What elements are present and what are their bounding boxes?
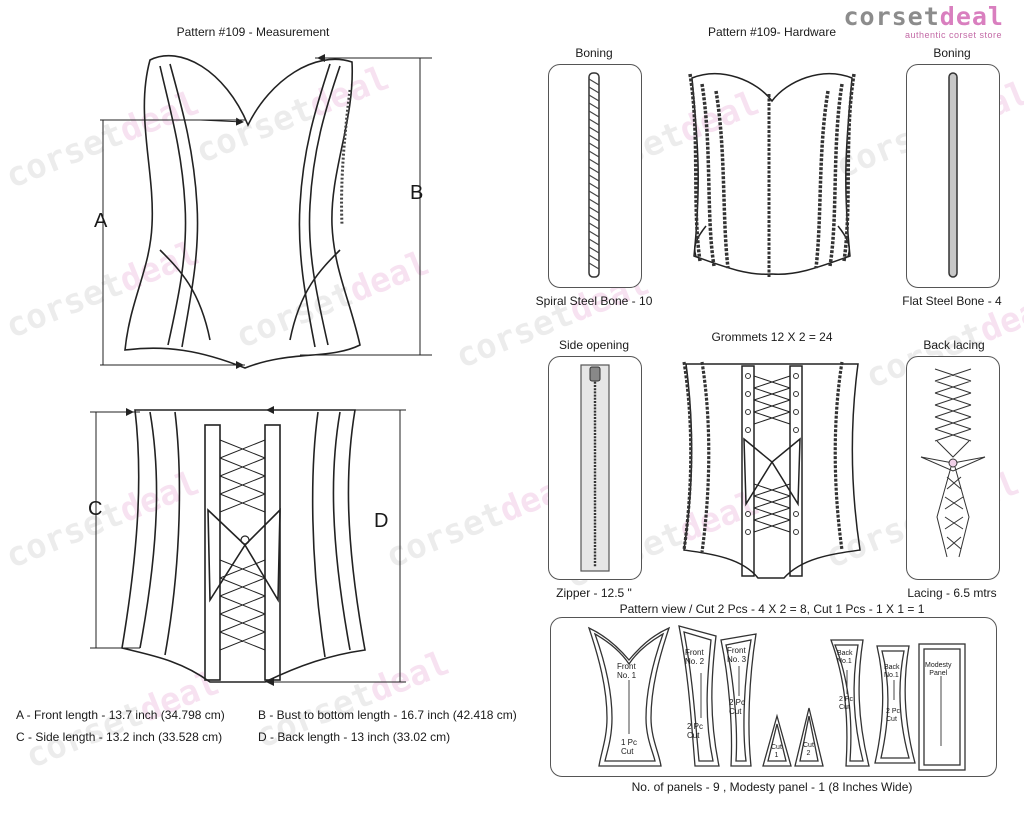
legend-c: C - Side length - 13.2 inch (33.528 cm) — [16, 730, 223, 744]
flat-bone-panel — [906, 64, 1000, 288]
pattern-view-title: Pattern view / Cut 2 Pcs - 4 X 2 = 8, Cu… — [619, 602, 925, 616]
piece-text: Back — [837, 650, 853, 657]
boning-left-title: Boning — [575, 46, 613, 60]
piece-text: 1 — [774, 752, 779, 759]
piece-text: No.1 — [884, 672, 899, 679]
piece-front1-label: Front No. 1 — [617, 662, 636, 680]
piece-text: 2 Pc — [687, 722, 704, 731]
front-corset-drawing — [124, 55, 361, 369]
brand-tagline: authentic corset store — [904, 30, 1002, 40]
zipper-panel — [548, 356, 642, 580]
piece-text: Front — [727, 646, 746, 655]
pattern-pieces-drawing — [587, 625, 966, 771]
hardware-title: Pattern #109- Hardware — [707, 25, 837, 39]
piece-text: 2 Pc — [729, 698, 746, 707]
back-lacing-title: Back lacing — [923, 338, 985, 352]
piece-text: 1 Pc — [621, 738, 638, 747]
piece-text: Modesty — [925, 662, 952, 669]
label-a: A — [94, 210, 108, 232]
piece-text: No. 3 — [727, 655, 747, 664]
piece-text: No.1 — [837, 658, 852, 665]
flat-bone-icon — [948, 72, 958, 278]
piece-text: No. 2 — [685, 657, 705, 666]
piece-front3-cut: 2 Pc Cut — [729, 698, 745, 716]
label-d: D — [374, 510, 389, 532]
piece-text: Cut — [687, 731, 700, 740]
spiral-bone-panel — [548, 64, 642, 288]
measurement-diagram — [90, 54, 432, 686]
piece-text: 2 Pc — [886, 708, 901, 715]
piece-front2-label: Front No. 2 — [685, 648, 704, 666]
measurement-title: Pattern #109 - Measurement — [176, 25, 330, 39]
legend-a: A - Front length - 13.7 inch (34.798 cm) — [16, 708, 225, 722]
side-opening-title: Side opening — [558, 338, 630, 352]
lacing-bow-knot — [240, 535, 250, 545]
piece-text: Cut — [621, 747, 634, 756]
piece-text: Cut — [839, 704, 850, 711]
piece-back1-cut: 2 Pc Cut — [839, 696, 853, 712]
spiral-bone-icon — [588, 72, 600, 278]
label-b: B — [410, 182, 424, 204]
back-lacing-detail — [219, 439, 266, 651]
grommets-corset-drawing — [682, 361, 861, 579]
boning-right-title: Boning — [933, 46, 971, 60]
piece-back1-label: Back No.1 — [837, 650, 853, 666]
pattern-view-panel: Front No. 1 1 Pc Cut Front No. 2 2 Pc Cu… — [550, 617, 997, 777]
piece-text: Cut — [771, 744, 782, 751]
legend-b: B - Bust to bottom length - 16.7 inch (4… — [258, 708, 517, 722]
piece-text: No. 1 — [617, 671, 637, 680]
brand-logo: corsetdeal — [843, 2, 1004, 31]
dimension-b — [300, 54, 432, 356]
piece-text: Front — [617, 662, 636, 671]
flat-bone-caption: Flat Steel Bone - 4 — [902, 294, 1002, 308]
spiral-bone-caption: Spiral Steel Bone - 10 — [535, 294, 653, 308]
dimension-d — [265, 406, 406, 686]
piece-front1-cut: 1 Pc Cut — [621, 738, 637, 756]
piece-front2-cut: 2 Pc Cut — [687, 722, 703, 740]
lacing-panel — [906, 356, 1000, 580]
piece-back2-cut: 2 Pc Cut — [886, 708, 900, 724]
piece-text: Panel — [929, 670, 948, 677]
lacing-icon — [920, 368, 986, 558]
dimension-a — [100, 117, 245, 369]
dimension-c — [90, 408, 140, 649]
piece-text: Back — [884, 664, 900, 671]
piece-back2-label: Back No.1 — [884, 664, 900, 680]
side-zipper-detail — [340, 89, 352, 226]
zipper-caption: Zipper - 12.5 " — [556, 586, 632, 600]
hardware-corset-drawing — [688, 73, 856, 278]
piece-modesty-label: Modesty Panel — [925, 662, 951, 678]
lacing-caption: Lacing - 6.5 mtrs — [907, 586, 997, 600]
piece-text: Cut — [803, 742, 814, 749]
pattern-view-footer: No. of panels - 9 , Modesty panel - 1 (8… — [631, 780, 913, 794]
piece-text: Cut — [886, 716, 897, 723]
piece-text: Cut — [729, 707, 742, 716]
logo-text-deal: deal — [939, 2, 1004, 31]
label-c: C — [88, 498, 103, 520]
piece-text: Front — [685, 648, 704, 657]
piece-cut1-label: Cut 1 — [771, 744, 782, 760]
piece-front3-label: Front No. 3 — [727, 646, 746, 664]
grommets-title: Grommets 12 X 2 = 24 — [711, 330, 833, 344]
legend-d: D - Back length - 13 inch (33.02 cm) — [258, 730, 451, 744]
piece-cut2-label: Cut 2 — [803, 742, 814, 758]
piece-text: 2 — [806, 750, 811, 757]
logo-text-corset: corset — [843, 2, 940, 31]
zipper-icon — [580, 364, 610, 572]
piece-text: 2 Pc — [839, 696, 854, 703]
